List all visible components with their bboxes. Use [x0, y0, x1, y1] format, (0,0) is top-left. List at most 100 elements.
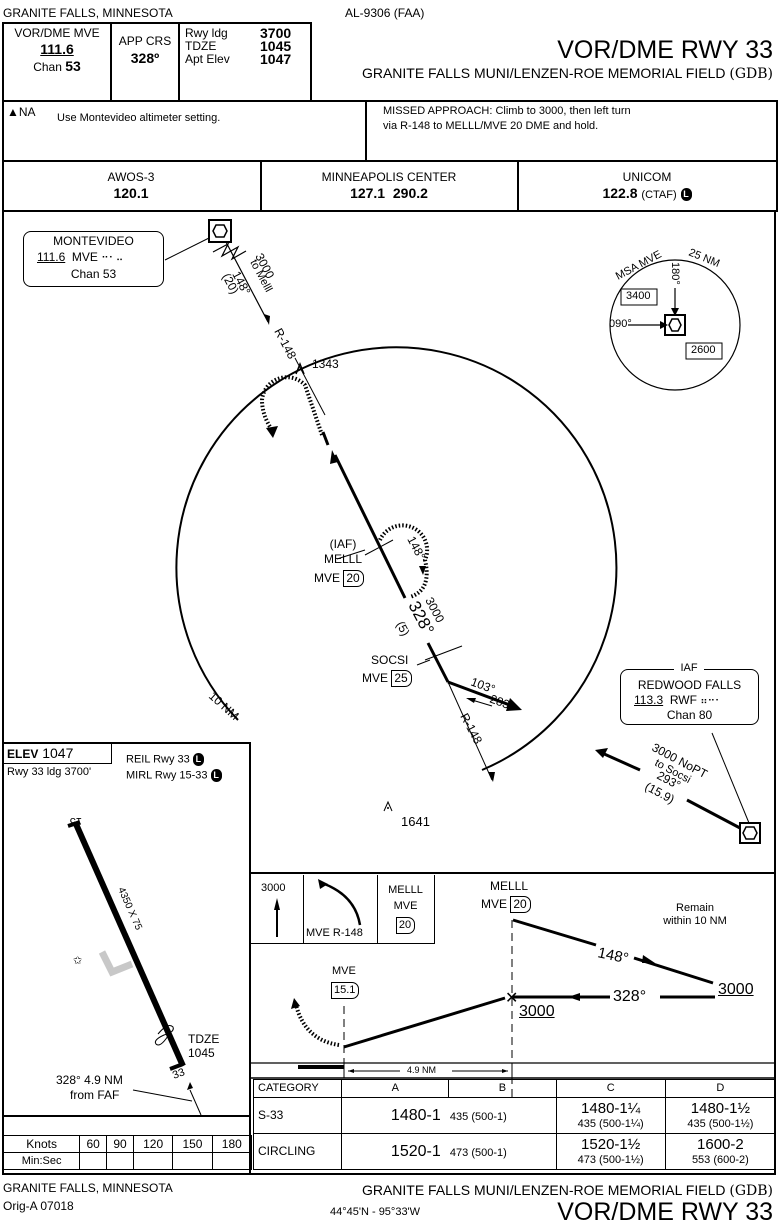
comm-center-freq: 127.1 290.2 [350, 185, 428, 201]
redwood-name: REDWOOD FALLS [637, 678, 742, 692]
min-header-d: D [664, 1079, 777, 1098]
nav-freq: 111.6 [40, 41, 74, 57]
footer-amendment: Orig-A 07018 [3, 1199, 74, 1213]
remain-note-1: Remain [676, 902, 714, 914]
min-header-a: A [341, 1079, 450, 1098]
min-header-b: B [448, 1079, 557, 1098]
alt-na: ▲NA [7, 105, 36, 119]
profile-melll-mve: MVE 20 [481, 896, 531, 913]
montevideo-vor-icon [208, 219, 232, 243]
melll-iaf: (IAF) [329, 537, 357, 551]
min-cat: CIRCLING [252, 1133, 343, 1170]
apt-elev: 1047 [260, 51, 292, 67]
socsi-name: SOCSI [371, 653, 409, 667]
nav-label: VOR/DME MVE [14, 26, 100, 40]
profile-crs-in: 328° [613, 988, 647, 1005]
lighting-badge-icon: L [210, 769, 222, 782]
app-crs: 328º [130, 50, 160, 66]
footer-coords: 44°45'N - 95°33'W [330, 1206, 421, 1218]
faf-note-1: 328° 4.9 NM [56, 1073, 123, 1087]
app-crs-label: APP CRS [118, 34, 172, 48]
remain-note-2: within 10 NM [663, 915, 727, 927]
mirl-note: MIRL Rwy 15-33 L [126, 769, 222, 782]
redwood-iaf: IAF [674, 663, 704, 674]
airport-name: GRANITE FALLS MUNI/LENZEN-ROE MEMORIAL F… [361, 65, 773, 82]
rwy-ldg: 3700 [260, 25, 292, 41]
tdze: 1045 [260, 38, 292, 54]
knots-180: 180 [211, 1135, 253, 1153]
rwy-ldg-label: Rwy ldg [185, 26, 228, 40]
comm-awos-freq: 120.1 [113, 185, 149, 201]
knots-150: 150 [172, 1135, 213, 1153]
msa-180: 180° [669, 262, 681, 285]
profile-icon-alt: 3000 [261, 882, 286, 894]
minsec-90 [106, 1152, 134, 1170]
obstacle-icon [295, 361, 305, 375]
profile-icon-radial: MVE R-148 [306, 927, 363, 939]
msa-090: 090° [609, 318, 632, 330]
obstacle-icon [383, 800, 393, 812]
comm-unicom-name: UNICOM [622, 170, 672, 184]
profile-alt-faf: 3000 [519, 1003, 555, 1020]
minsec-60 [79, 1152, 108, 1170]
faf-note-2: from FAF [70, 1088, 120, 1102]
profile-icon-fix: MELLL [388, 884, 423, 896]
notes-section [2, 100, 778, 162]
hold-crs: 148° [404, 534, 428, 563]
morse-code-icon: ⠶⠒⠂ [700, 696, 723, 707]
melll-mve: MVE 20 [314, 570, 364, 587]
min-cat: S-33 [252, 1097, 343, 1134]
diagram-tdze-label: TDZE [188, 1032, 220, 1046]
lighting-badge-icon: L [680, 187, 692, 201]
msa-alt-nw: 3400 [626, 290, 651, 302]
apt-elev-label: Apt Elev [185, 52, 230, 66]
airport-elev: ELEV 1047 [7, 745, 74, 761]
map-mve: MVE [332, 965, 356, 977]
montevideo-chan: Chan 53 [70, 267, 117, 281]
msa-alt-se: 2600 [691, 344, 716, 356]
feeder-route-redwood [686, 798, 741, 830]
missed-icon-hold [377, 875, 435, 944]
radial-148-north [294, 357, 326, 416]
ten-nm-ring [175, 346, 618, 771]
knots-120: 120 [132, 1135, 174, 1153]
profile-icon-dme: 20 [377, 917, 434, 934]
triangle-a-icon: ▲ [7, 105, 19, 119]
redwood-chan: Chan 80 [666, 708, 713, 722]
missed-approach-2: via R-148 to MELLL/MVE 20 DME and hold. [383, 120, 599, 132]
chart-id: AL-9306 (FAA) [345, 6, 425, 20]
min-header-c: C [555, 1079, 666, 1098]
comm-center-name: MINNEAPOLIS CENTER [321, 170, 457, 184]
crs-283: 283° [488, 692, 516, 714]
feeder-route [225, 241, 269, 323]
min-ab: 1480-1 435 (500-1) [341, 1097, 557, 1134]
knots-60: 60 [79, 1135, 108, 1153]
elev-box [3, 743, 112, 764]
knots-90: 90 [106, 1135, 134, 1153]
obstacle-1641: 1641 [401, 814, 430, 829]
reil-note: REIL Rwy 33 L [126, 753, 204, 766]
knots-label: Knots [2, 1135, 81, 1153]
missed-approach-path [259, 375, 324, 436]
obstacle-1343: 1343 [312, 357, 339, 371]
procedure-title: VOR/DME RWY 33 [557, 36, 773, 64]
minimums-table: CATEGORY A B C D S-33 1480-1 435 (500-1)… [252, 1079, 777, 1170]
radial-148-south [447, 681, 493, 781]
header-location: GRANITE FALLS, MINNESOTA [3, 6, 173, 20]
footer-airport: GRANITE FALLS MUNI/LENZEN-ROE MEMORIAL F… [361, 1182, 773, 1199]
not-to-scale-icon [212, 242, 247, 261]
minsec-120 [132, 1152, 174, 1170]
socsi-mve: MVE 25 [362, 670, 412, 687]
rwy-ldg-note: Rwy 33 ldg 3700' [7, 766, 92, 778]
missed-icon-climb [251, 875, 304, 944]
minsec-180 [211, 1152, 253, 1170]
altimeter-note: Use Montevideo altimeter setting. [57, 112, 221, 124]
time-distance-table: Knots 60 90 120 150 180 Min:Sec [2, 1135, 253, 1170]
montevideo-name: MONTEVIDEO [53, 234, 134, 248]
